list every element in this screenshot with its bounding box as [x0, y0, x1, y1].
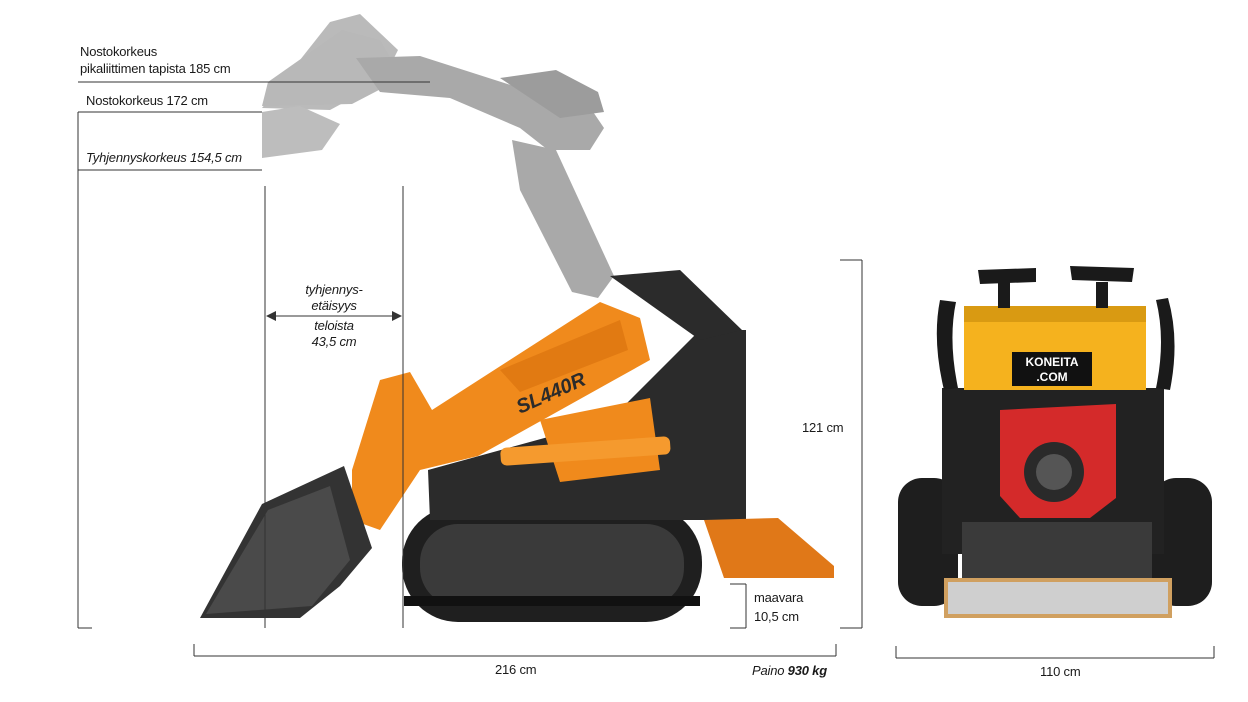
width-label: 110 cm — [1040, 664, 1081, 679]
weight-value: 930 — [787, 663, 809, 678]
lift-height-pin-label-line2: pikaliittimen tapista 185 cm — [80, 61, 231, 76]
machine-side-view: SL440R — [200, 270, 834, 622]
brand-badge-line2: .COM — [1036, 370, 1067, 384]
dimension-lines — [77, 81, 1215, 659]
ground-clearance-label-line1: maavara — [754, 590, 804, 605]
lift-height-pin-label-line1: Nostokorkeus — [80, 44, 158, 59]
height-label: 121 cm — [802, 420, 844, 435]
weight-prefix: Paino — [752, 663, 788, 678]
brand-badge-line1: KONEITA — [1025, 355, 1078, 369]
dump-reach-label-line3: teloista — [314, 318, 354, 333]
weight-unit: kg — [808, 663, 827, 678]
ground-clearance-label-line2: 10,5 cm — [754, 609, 799, 624]
machine-front-view: KONEITA .COM — [898, 266, 1212, 618]
dump-reach-label-line1: tyhjennys- — [305, 282, 363, 297]
lift-height-label: Nostokorkeus 172 cm — [86, 93, 208, 108]
dump-reach-label-line4: 43,5 cm — [311, 334, 357, 349]
dump-reach-label-line2: etäisyys — [311, 298, 357, 313]
raised-arm-ghost — [262, 14, 614, 298]
dump-height-label: Tyhjennyskorkeus 154,5 cm — [86, 150, 242, 165]
length-label: 216 cm — [495, 662, 537, 677]
weight-label: Paino 930 kg — [752, 663, 827, 678]
dump-reach-arrowheads — [266, 311, 402, 321]
